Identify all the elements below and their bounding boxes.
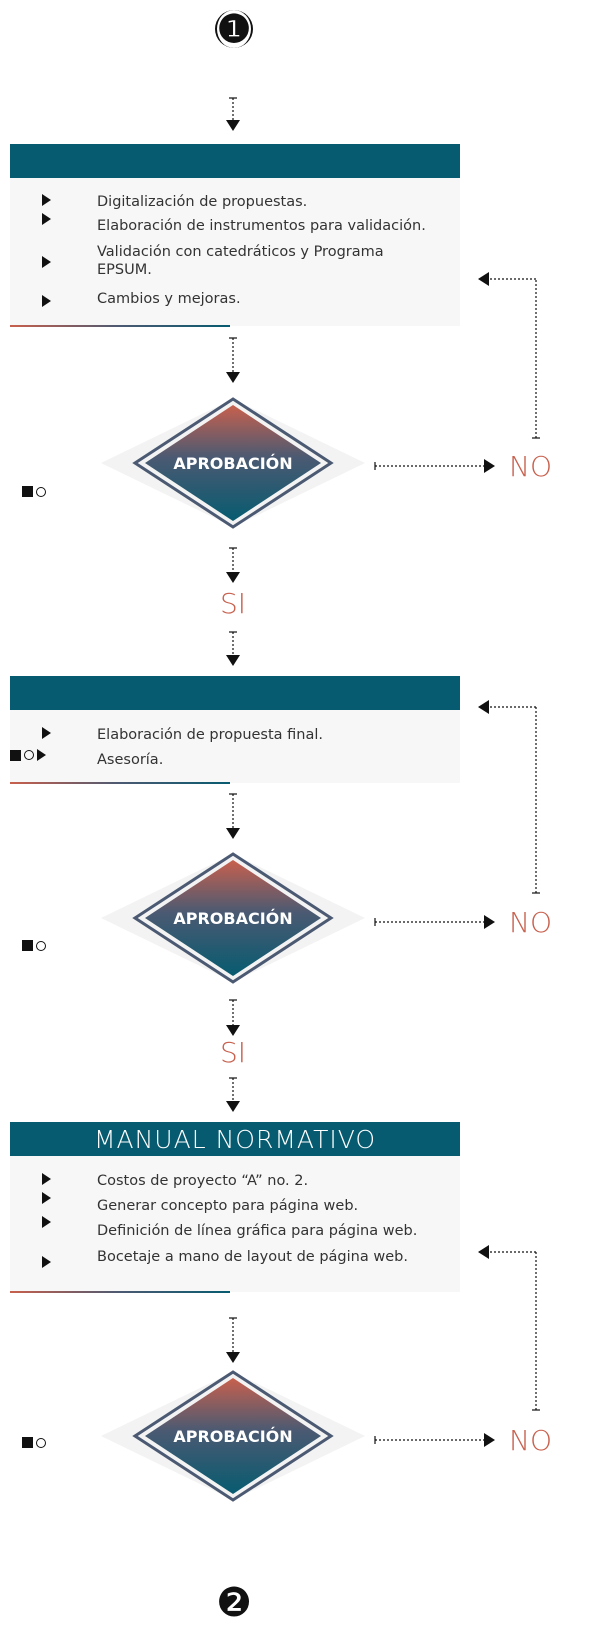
stage2-header	[10, 676, 460, 710]
stage3-bullet-1	[42, 1173, 51, 1185]
stage2-divider	[10, 782, 230, 784]
circle-icon	[36, 1437, 46, 1448]
circle-icon	[24, 750, 34, 760]
square-icon	[22, 486, 33, 497]
legend-inline	[10, 749, 46, 761]
decision-2: APROBACIÓN	[101, 852, 365, 984]
yes-label-2: SI	[220, 1036, 247, 1069]
yes-label-1: SI	[220, 587, 247, 620]
decision-2-label: APROBACIÓN	[173, 909, 292, 928]
square-icon	[22, 940, 33, 951]
stage3-bullet-3	[42, 1216, 51, 1228]
circle-icon	[36, 486, 46, 497]
decision-3: APROBACIÓN	[101, 1370, 365, 1502]
stage3-bullet-4	[42, 1256, 51, 1268]
stage1-bullet-3	[42, 256, 51, 268]
end-badge: ❷	[214, 1583, 254, 1623]
stage3-divider	[10, 1291, 230, 1293]
no-label-3: NO	[509, 1424, 552, 1457]
stage1-item-2: Elaboración de instrumentos para validac…	[97, 218, 426, 234]
stage1-bullet-2	[42, 213, 51, 225]
end-badge-label: ❷	[216, 1580, 252, 1626]
stage3-body	[10, 1156, 460, 1292]
start-badge-label: ❶	[216, 6, 252, 51]
no-label-2: NO	[509, 906, 552, 939]
decision-3-label: APROBACIÓN	[173, 1427, 292, 1446]
stage3-item-4: Bocetaje a mano de layout de página web.	[97, 1249, 408, 1265]
stage2-bullet-1	[42, 727, 51, 739]
circle-icon	[36, 940, 46, 951]
stage2-item-1: Elaboración de propuesta final.	[97, 727, 324, 743]
stage1-item-3: Validación con catedráticos y Programa E…	[97, 244, 384, 278]
legend-1	[22, 486, 46, 497]
stage3-bullet-2	[42, 1192, 51, 1204]
stage3-header-title: MANUAL NORMATIVO	[93, 1124, 377, 1154]
square-icon	[10, 749, 21, 761]
stage2-body	[10, 710, 460, 783]
stage1-item-4: Cambios y mejoras.	[97, 291, 241, 307]
triangle-icon	[37, 749, 46, 761]
legend-2	[22, 940, 46, 951]
stage3-item-2: Generar concepto para página web.	[97, 1198, 359, 1214]
stage3-item-1: Costos de proyecto “A” no. 2.	[97, 1173, 309, 1189]
stage1-divider	[10, 325, 230, 327]
stage1-bullet-1	[42, 194, 51, 206]
legend-3	[22, 1437, 46, 1448]
stage1-header	[10, 144, 460, 178]
square-icon	[22, 1437, 33, 1448]
no-label-1: NO	[509, 450, 552, 483]
stage1-item-1: Digitalización de propuestas.	[97, 194, 308, 210]
stage2-item-2: Asesoría.	[97, 752, 164, 768]
decision-1: APROBACIÓN	[101, 397, 365, 529]
start-badge: ❶	[215, 10, 253, 48]
decision-1-label: APROBACIÓN	[173, 454, 292, 473]
stage1-bullet-4	[42, 295, 51, 307]
stage3-item-3: Definición de línea gráfica para página …	[97, 1223, 418, 1239]
stage1-body	[10, 178, 460, 326]
stage3-header: MANUAL NORMATIVO	[10, 1122, 460, 1156]
